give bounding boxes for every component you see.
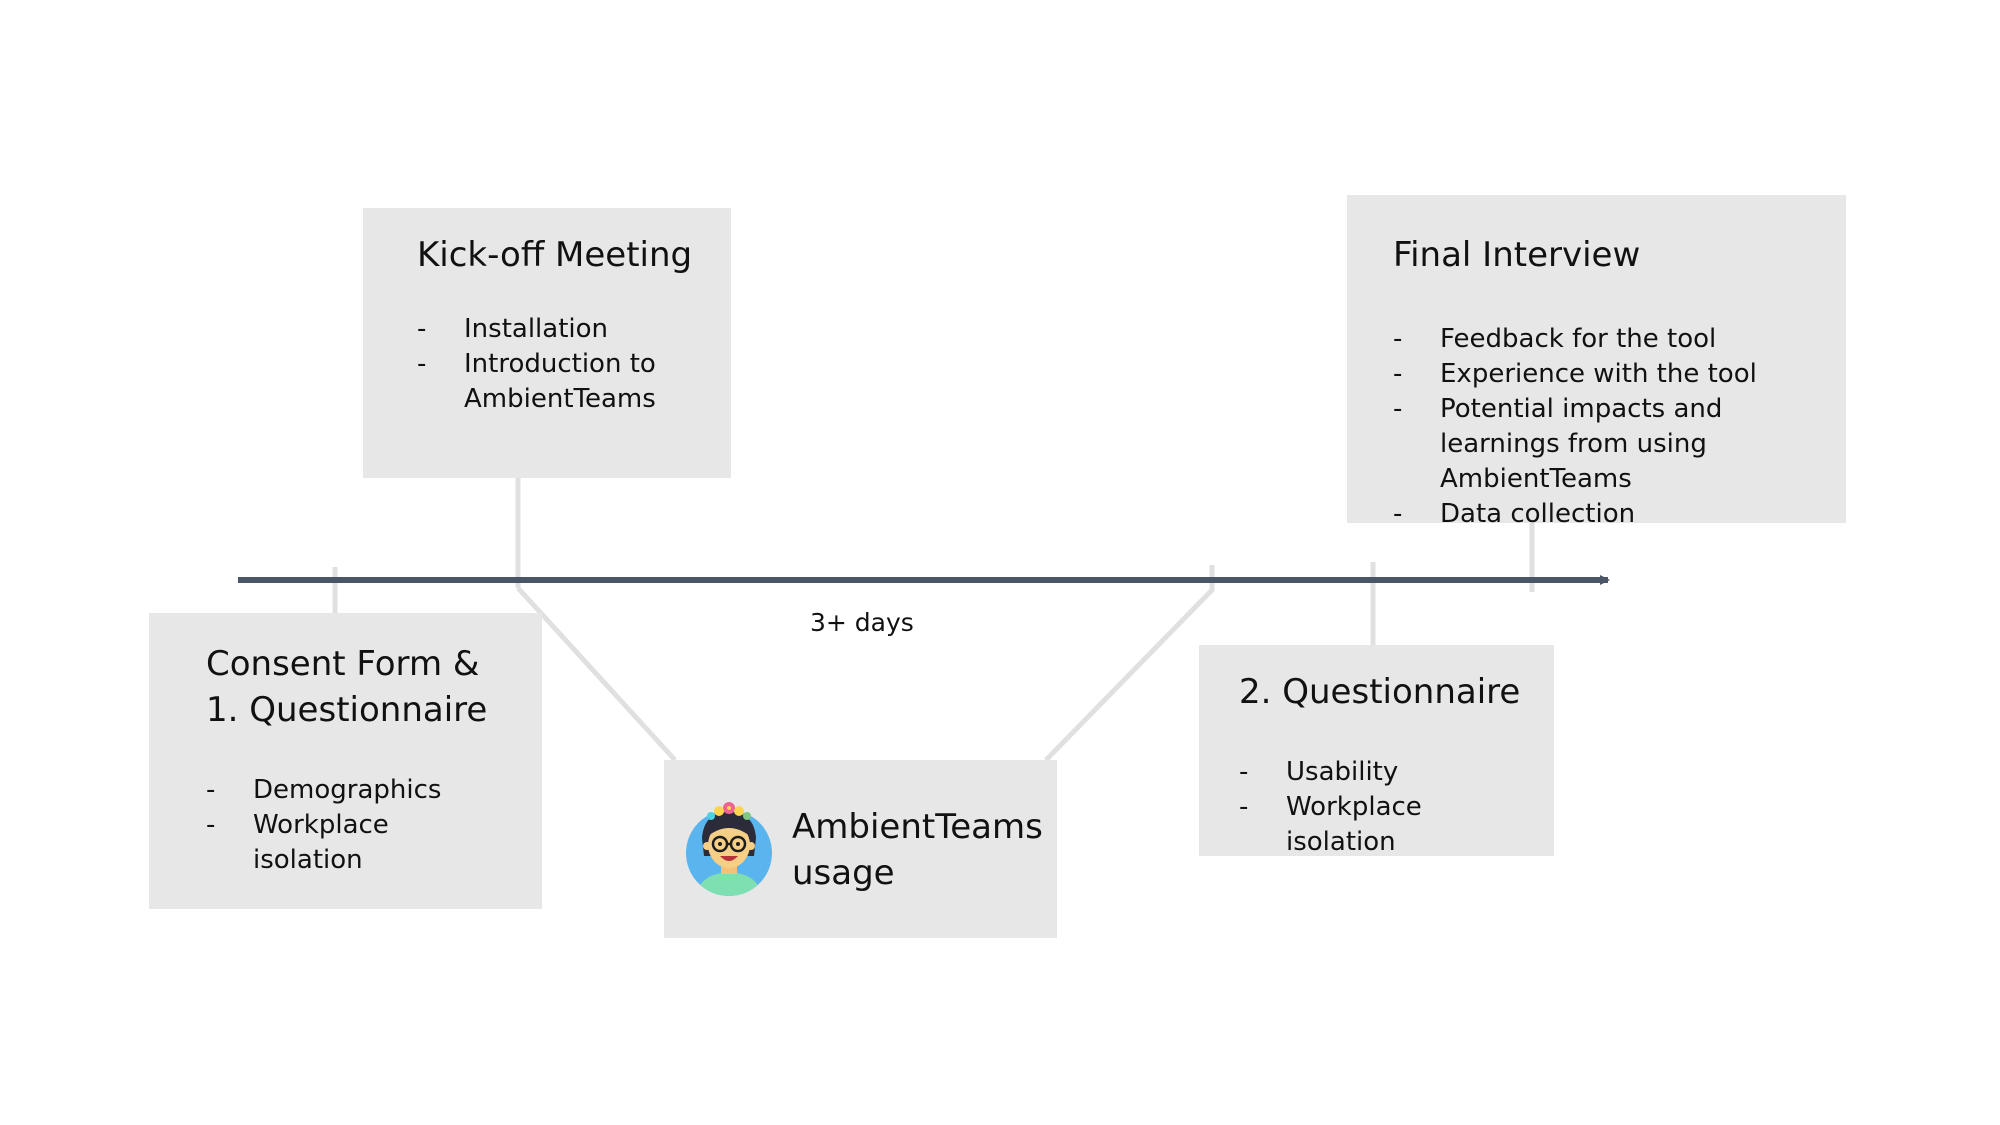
bullet-dash: -	[1393, 499, 1403, 529]
person-avatar-icon	[684, 798, 774, 898]
list-item-text: Data collection	[1440, 499, 1636, 529]
list-item: - Installation	[417, 312, 711, 347]
usage-right-connector	[1044, 565, 1215, 762]
final-interview-box: Final Interview - Feedback for the tool -…	[1347, 195, 1846, 529]
duration-label: 3+ days	[810, 608, 914, 637]
list-item-text: Experience with the tool	[1440, 359, 1757, 389]
list-item-text: Demographics	[253, 775, 442, 805]
list-item-text: Workplace isolation	[1286, 792, 1422, 857]
list-item: - Feedback for the tool	[1393, 322, 1826, 357]
list-item-text: Introduction to AmbientTeams	[464, 349, 656, 414]
list-item: - Workplace isolation	[1239, 790, 1534, 860]
usage-left-connector	[516, 586, 677, 762]
list-item: - Introduction to AmbientTeams	[417, 347, 711, 417]
kickoff-meeting-list: - Installation - Introduction to AmbientTe…	[417, 312, 711, 417]
list-item: - Workplace isolation	[206, 808, 433, 878]
bullet-dash: -	[1393, 324, 1403, 354]
list-item: - Demographics	[206, 773, 522, 808]
consent-questionnaire-title: Consent Form & 1. Questionnaire	[206, 641, 522, 733]
list-item: - Usability	[1239, 755, 1534, 790]
title-line: AmbientTeams	[792, 807, 1043, 847]
consent-questionnaire-list: - Demographics - Workplace isolation	[206, 773, 522, 878]
bullet-dash: -	[1239, 757, 1249, 787]
list-item-text: Workplace isolation	[253, 810, 389, 875]
bullet-dash: -	[1239, 792, 1249, 822]
list-item-text: Installation	[464, 314, 609, 344]
questionnaire2-box: 2. Questionnaire - Usability - Workplace i…	[1199, 645, 1554, 857]
list-item: - Potential impacts and learnings from us…	[1393, 392, 1826, 497]
questionnaire2-list: - Usability - Workplace isolation	[1239, 755, 1534, 860]
bullet-dash: -	[417, 314, 427, 344]
ambientteams-usage-title: AmbientTeams usage	[792, 804, 1043, 896]
list-item: - Experience with the tool	[1393, 357, 1826, 392]
title-line: Consent Form &	[206, 644, 480, 684]
consent-questionnaire-box: Consent Form & 1. Questionnaire - Demogra…	[149, 613, 542, 909]
final-interview-list: - Feedback for the tool - Experience with …	[1393, 322, 1826, 532]
kickoff-meeting-title: Kick-off Meeting	[417, 235, 693, 275]
bullet-dash: -	[206, 775, 216, 805]
list-item-text: Feedback for the tool	[1440, 324, 1717, 354]
bullet-dash: -	[206, 810, 216, 840]
list-item-text: Potential impacts and learnings from usi…	[1440, 394, 1723, 494]
kickoff-meeting-box: Kick-off Meeting - Installation - Introduc…	[363, 208, 731, 478]
ambientteams-usage-box: AmbientTeams usage	[664, 760, 1057, 938]
title-line: usage	[792, 853, 895, 893]
bullet-dash: -	[1393, 359, 1403, 389]
list-item-text: Usability	[1286, 757, 1399, 787]
bullet-dash: -	[1393, 394, 1403, 424]
title-line: 1. Questionnaire	[206, 690, 488, 730]
final-interview-title: Final Interview	[1393, 235, 1641, 275]
questionnaire2-title: 2. Questionnaire	[1239, 672, 1521, 712]
bullet-dash: -	[417, 349, 427, 379]
list-item: - Data collection	[1393, 497, 1826, 532]
